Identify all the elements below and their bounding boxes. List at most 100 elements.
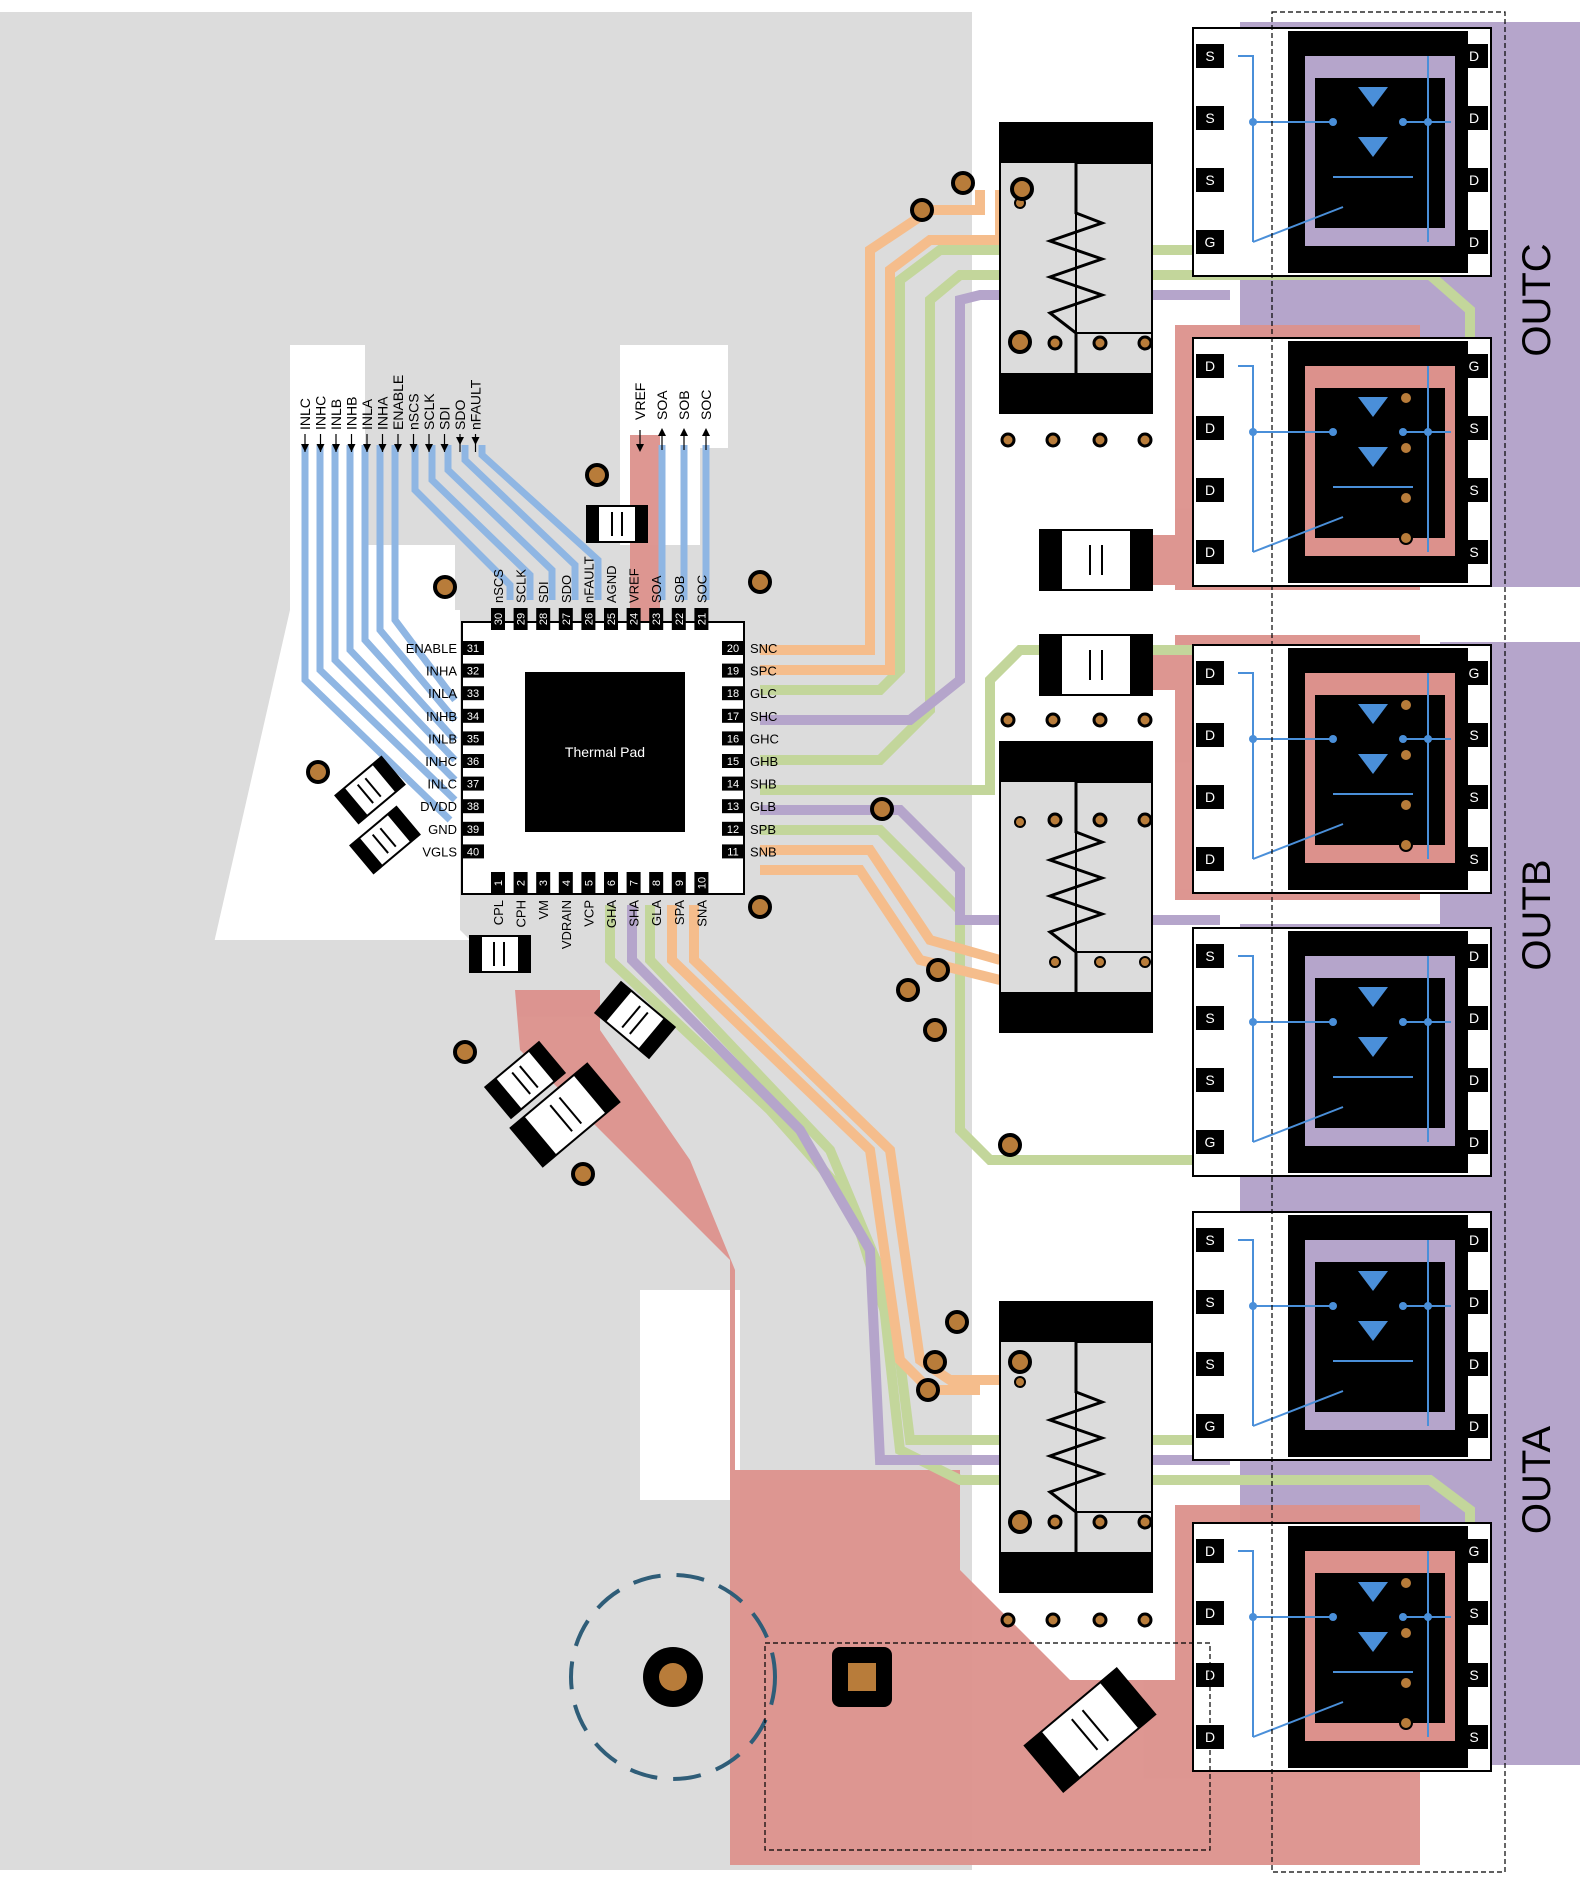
via: [1000, 432, 1016, 448]
via: [870, 797, 894, 821]
mosfet-pin-drain: D: [1205, 482, 1215, 498]
mosfet-pin: [1196, 1228, 1224, 1252]
mosfet-pin-drain: D: [1469, 1072, 1479, 1088]
ic-pin-name: SHA: [627, 900, 642, 927]
input-signal-label: SCLK: [421, 393, 437, 430]
shunt-terminal: [1000, 373, 1152, 413]
ic-pin-number: 19: [727, 666, 739, 678]
mosfet-pin-source: S: [1469, 789, 1478, 805]
mosfet-pin-gate: G: [1205, 1418, 1216, 1434]
mosfet-net: [1238, 672, 1254, 859]
capacitor-bulk-c: [1039, 529, 1153, 591]
ic-pin-left: [462, 776, 484, 791]
ic-pin-number: 6: [606, 880, 618, 886]
thermal-pad: [525, 672, 685, 832]
ic-pin-name: SDO: [559, 575, 574, 603]
mosfet-core: [1315, 388, 1445, 538]
ic-pin-name: GLB: [750, 799, 776, 814]
mosfet-net: [1252, 516, 1344, 553]
ic-pin-name: VREF: [627, 568, 642, 603]
diode-icon: [1358, 1271, 1388, 1291]
mosfet-net: [1252, 206, 1344, 243]
ic-pin-number: 31: [467, 643, 479, 655]
mosfet-pin-drain: D: [1205, 1543, 1215, 1559]
power-connector: [569, 1573, 1211, 1851]
ic-pin-bottom: [694, 872, 709, 894]
mosfet-core: [1315, 1262, 1445, 1412]
ic-pin-name: DVDD: [420, 799, 457, 814]
via: [1399, 491, 1413, 505]
ic-pin-number: 3: [538, 880, 550, 886]
ic-pin-name: nFAULT: [581, 556, 596, 603]
via: [1047, 812, 1063, 828]
via: [748, 895, 772, 919]
via: [1139, 956, 1151, 968]
mosfet-node: [1249, 1018, 1257, 1026]
diode-icon: [1358, 1321, 1388, 1341]
mosfet-pin: [1196, 1601, 1224, 1625]
via: [1045, 1612, 1061, 1628]
ic-pin-name: VGLS: [422, 844, 457, 859]
mosfet-pin-drain: D: [1205, 851, 1215, 867]
ic-pin-left: [462, 686, 484, 701]
ic-pin-number: 40: [467, 846, 479, 858]
mosfet-net: [1252, 1106, 1344, 1143]
ic-pin-number: 5: [583, 880, 595, 886]
mosfet-node: [1399, 118, 1407, 126]
ic-pin-bottom: [626, 872, 641, 894]
mosfet-pin: [1196, 847, 1224, 871]
capacitor-vcp: [593, 980, 677, 1060]
via: [1047, 1514, 1063, 1530]
logic-traces: [301, 445, 710, 823]
shunt-terminal: [1000, 992, 1152, 1032]
input-signal-label: nSCS: [406, 393, 422, 430]
input-signal-label: INLB: [328, 399, 344, 430]
ic-pin-name: nSCS: [491, 569, 506, 603]
ic-pin-name: INLB: [428, 731, 457, 746]
mosfet-node: [1249, 735, 1257, 743]
mosfet-pin: [1460, 1663, 1488, 1687]
capacitor-cp: [469, 935, 531, 973]
mosfet-pin: [1196, 1414, 1224, 1438]
mosfet-net: [1252, 1701, 1344, 1738]
ic-pin-number: 8: [651, 880, 663, 886]
mosfet-core: [1315, 978, 1445, 1128]
mosfet-pin: [1460, 944, 1488, 968]
ic-pin-number: 25: [606, 613, 618, 625]
ic-pin-name: SPC: [750, 664, 777, 679]
via: [926, 958, 950, 982]
mosfet-core: [1315, 695, 1445, 845]
ic-pin-left: [462, 731, 484, 746]
shunt-frame: [1075, 1341, 1153, 1513]
shunt-resistor: [999, 122, 1153, 414]
ic-pin-right: [722, 844, 744, 859]
via: [1399, 441, 1413, 455]
via: [571, 1162, 595, 1186]
ic-pin-name: SPA: [672, 900, 687, 925]
shunt-terminal: [1000, 1552, 1152, 1592]
mosfet-pin-source: S: [1469, 1667, 1478, 1683]
via: [748, 570, 772, 594]
diode-icon: [1358, 1632, 1388, 1652]
ic-pin-name: AGND: [604, 565, 619, 603]
via: [1137, 812, 1153, 828]
ic-pin-number: 12: [727, 824, 739, 836]
mosfet-pin-source: S: [1469, 420, 1478, 436]
ic-pin-name: GHB: [750, 754, 778, 769]
mosfet-pin: [1196, 44, 1224, 68]
ic-pin-number: 20: [727, 643, 739, 655]
ic-pin-top: [694, 608, 709, 630]
ic-pin-number: 18: [727, 688, 739, 700]
input-signal-label: nFAULT: [468, 379, 484, 430]
ic-pin-name: SOA: [649, 575, 664, 603]
mosfet-net: [1238, 955, 1254, 1142]
ic-pin-name: INLC: [427, 777, 457, 792]
mosfet-pin: [1196, 354, 1224, 378]
via: [453, 1040, 477, 1064]
mosfet-pin-drain: D: [1469, 1418, 1479, 1434]
input-signal-label: INLC: [297, 398, 313, 430]
ic-pin-number: 15: [727, 756, 739, 768]
diode-icon: [1358, 137, 1388, 157]
